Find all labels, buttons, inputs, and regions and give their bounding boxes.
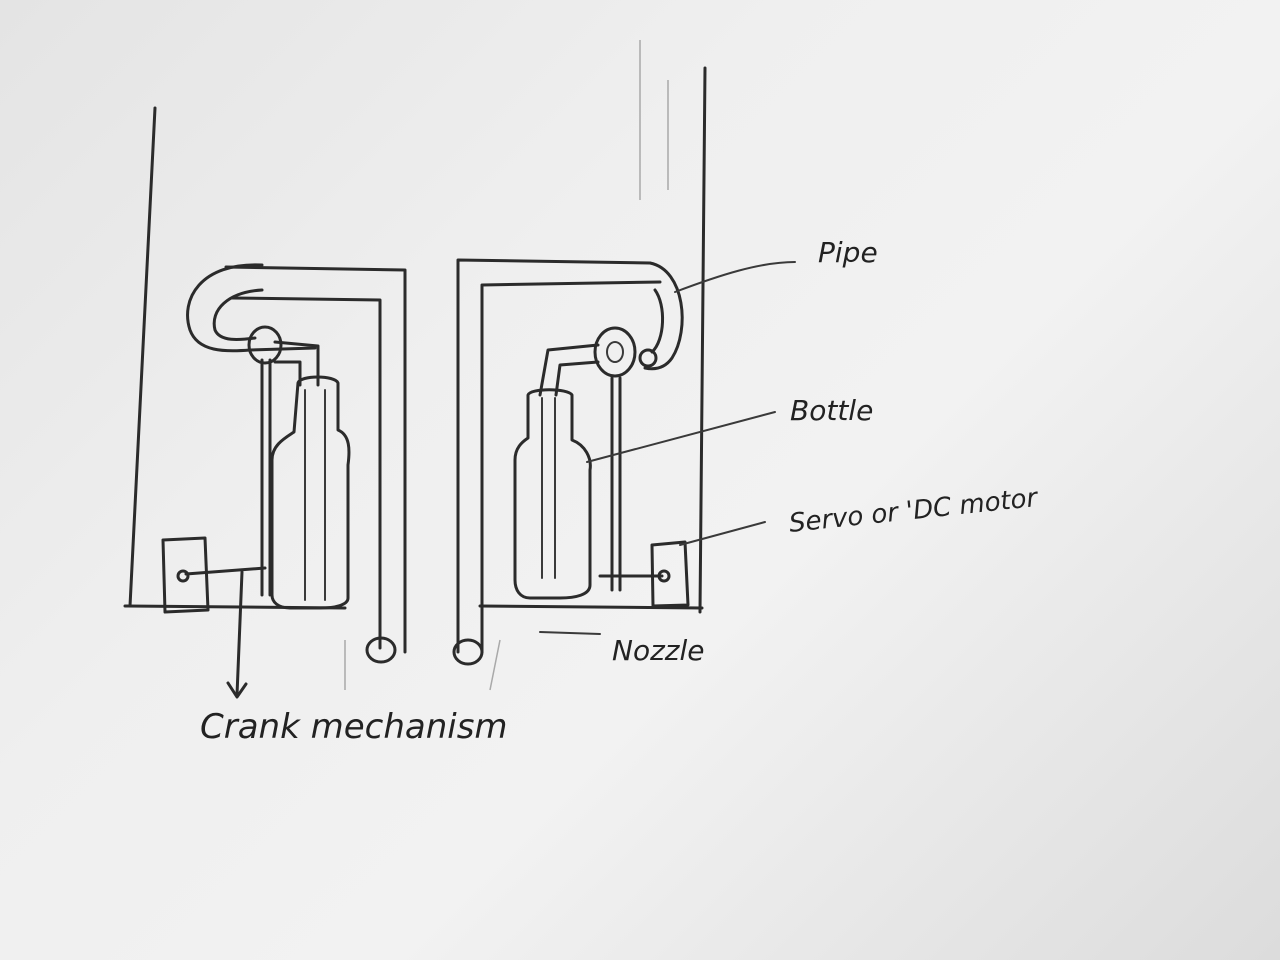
right-bottle — [515, 390, 590, 598]
servo-label: Servo or 'DC motor — [788, 483, 1041, 539]
left-housing-wall — [130, 108, 155, 606]
right-rotating-disc — [595, 328, 635, 376]
left-bottle — [272, 377, 349, 608]
right-housing-wall — [700, 68, 705, 612]
crank-arrow — [237, 572, 242, 695]
right-pipe-frame — [458, 260, 660, 652]
pipe-leader — [675, 262, 795, 292]
faint-guides — [345, 40, 668, 690]
pipe-label: Pipe — [818, 236, 878, 269]
crank-label: Crank mechanism — [200, 707, 508, 747]
nozzle-label: Nozzle — [612, 634, 704, 667]
right-unit — [454, 68, 795, 664]
nozzle-leader — [540, 632, 600, 634]
left-unit — [125, 108, 405, 697]
bottle-label: Bottle — [790, 394, 873, 427]
servo-leader — [680, 522, 765, 545]
bottle-leader — [587, 412, 775, 462]
left-crank-rod — [186, 568, 265, 574]
left-rotating-disc — [249, 327, 281, 363]
left-pipe-frame — [226, 267, 405, 652]
